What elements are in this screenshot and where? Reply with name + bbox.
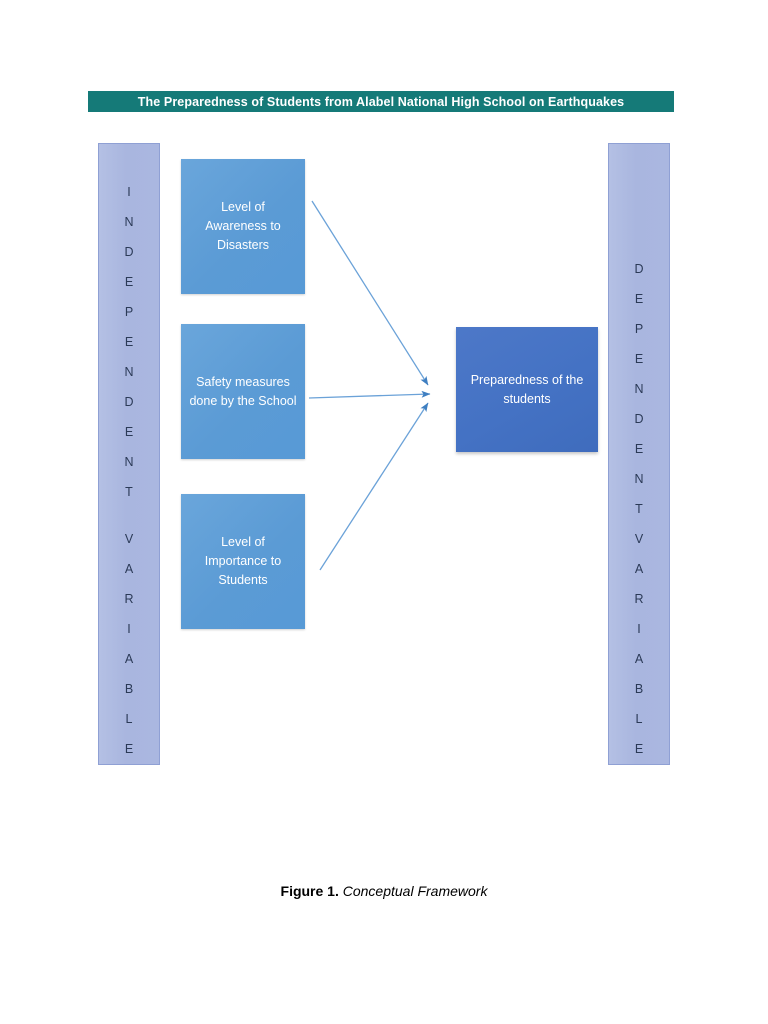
independent-variable-letter: I xyxy=(127,622,131,636)
concept-box-preparedness-label: Preparedness of the students xyxy=(470,372,584,406)
dependent-variable-letter: A xyxy=(634,652,644,666)
arrow-safety-to-preparedness xyxy=(308,390,431,399)
dependent-variable-letter: B xyxy=(634,682,644,696)
independent-variable-letter: I xyxy=(127,185,131,199)
concept-box-importance-label: Level of Importance to Students xyxy=(204,535,282,587)
independent-variable-letter: V xyxy=(124,532,134,546)
dependent-variable-letter: I xyxy=(637,622,641,636)
dependent-variable-letter: N xyxy=(634,382,644,396)
independent-variable-letter: D xyxy=(124,395,134,409)
arrow-importance-to-preparedness xyxy=(319,402,429,571)
independent-variable-letter: E xyxy=(124,335,134,349)
concept-box-safety: Safety measures done by the School xyxy=(181,324,305,459)
figure-caption: Figure 1. Conceptual Framework xyxy=(0,883,768,899)
dependent-variable-letter: V xyxy=(634,532,644,546)
concept-box-importance: Level of Importance to Students xyxy=(181,494,305,629)
dependent-variable-letter: A xyxy=(634,562,644,576)
independent-variable-letter: N xyxy=(124,455,134,469)
independent-variable-letter: E xyxy=(124,742,134,756)
figure-title-banner: The Preparedness of Students from Alabel… xyxy=(88,91,674,112)
independent-variable-letter: T xyxy=(125,485,133,499)
independent-variable-letter: A xyxy=(124,562,134,576)
independent-variable-letter: N xyxy=(124,215,134,229)
independent-variable-letter: D xyxy=(124,245,134,259)
dependent-variable-letter: E xyxy=(634,292,644,306)
dependent-variable-letter: D xyxy=(634,412,644,426)
dependent-variable-letter: E xyxy=(634,352,644,366)
dependent-variable-bar: D E P E N D E N T V A R I A B L E xyxy=(608,143,670,765)
independent-variable-letter: E xyxy=(124,275,134,289)
concept-box-awareness-label: Level of Awareness to Disasters xyxy=(205,200,281,252)
dependent-variable-letter: R xyxy=(634,592,644,606)
figure-caption-description: Conceptual Framework xyxy=(342,883,488,899)
dependent-variable-letter: E xyxy=(634,442,644,456)
concept-box-awareness: Level of Awareness to Disasters xyxy=(181,159,305,294)
dependent-variable-letter: T xyxy=(635,502,643,516)
dependent-variable-letter: P xyxy=(634,322,644,336)
independent-variable-letter: N xyxy=(124,365,134,379)
figure-caption-label: Figure 1. xyxy=(280,883,343,899)
concept-box-preparedness: Preparedness of the students xyxy=(456,327,598,452)
dependent-variable-letter: L xyxy=(635,712,643,726)
independent-variable-letter: A xyxy=(124,652,134,666)
independent-variable-letter: L xyxy=(125,712,133,726)
dependent-variable-letter: E xyxy=(634,742,644,756)
independent-variable-letter: P xyxy=(124,305,134,319)
independent-variable-letter: E xyxy=(124,425,134,439)
independent-variable-letter: B xyxy=(124,682,134,696)
concept-box-safety-label: Safety measures done by the School xyxy=(189,374,297,408)
dependent-variable-letter: D xyxy=(634,262,644,276)
independent-variable-bar: I N D E P E N D E N T V A R I A B L E xyxy=(98,143,160,765)
independent-variable-letter: R xyxy=(124,592,134,606)
arrow-awareness-to-preparedness xyxy=(311,200,429,386)
dependent-variable-letter: N xyxy=(634,472,644,486)
